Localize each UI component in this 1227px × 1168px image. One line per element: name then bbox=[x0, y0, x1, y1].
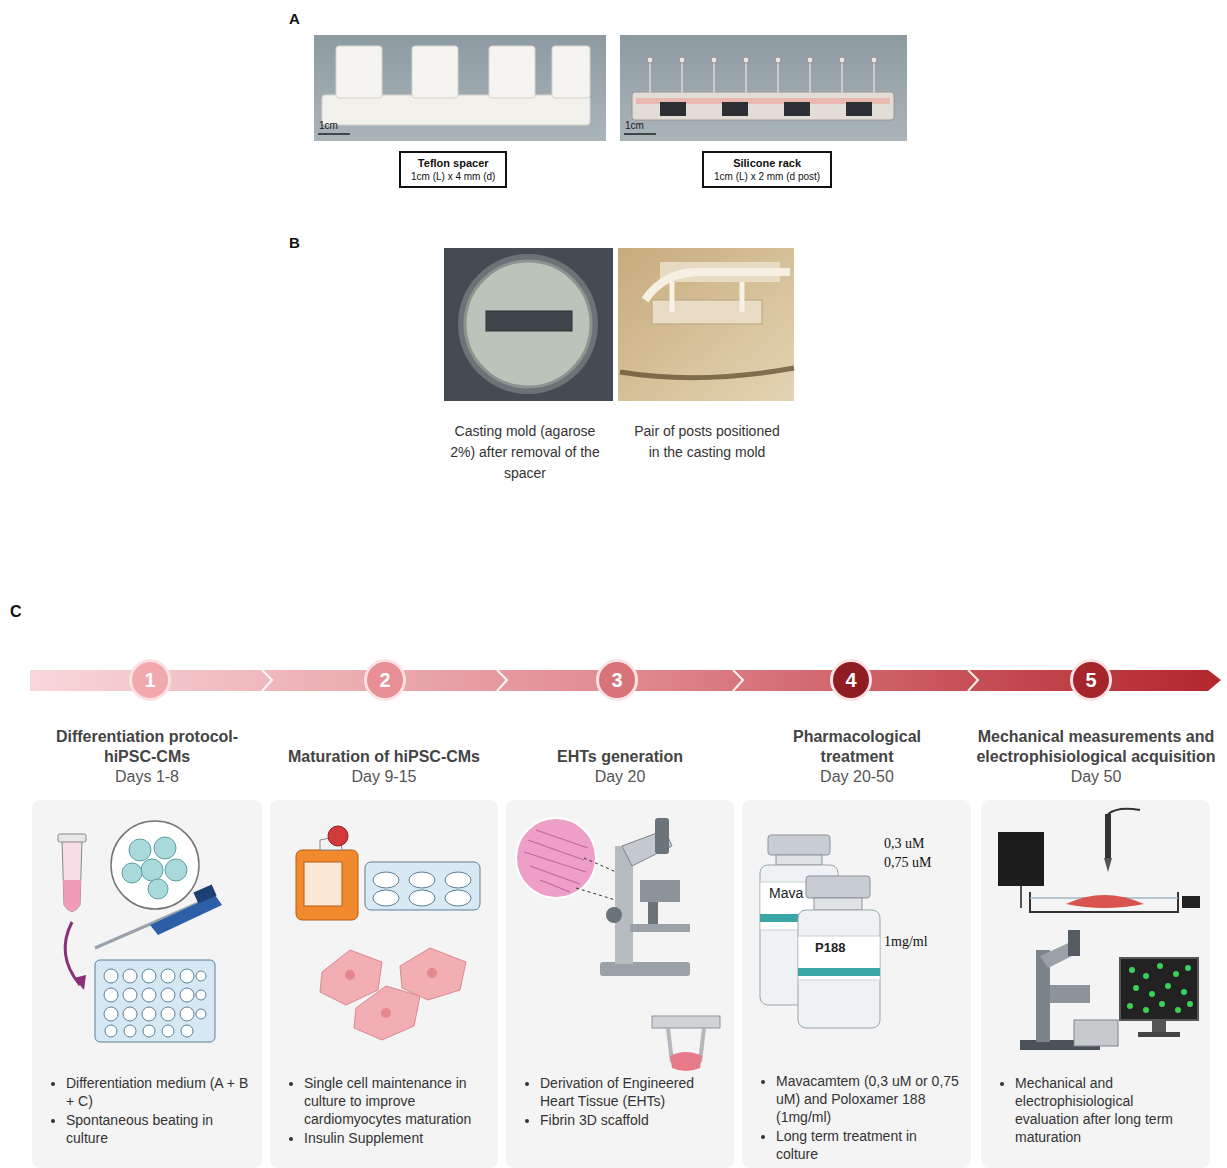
step-days: Days 1-8 bbox=[31, 767, 263, 787]
panel-letter: C bbox=[10, 603, 22, 621]
posts-photo bbox=[618, 248, 794, 401]
step-circle: 5 bbox=[1070, 659, 1112, 701]
panel-letter: A bbox=[289, 10, 300, 27]
bullet-text: Spontaneous beating in culture bbox=[66, 1111, 252, 1147]
step-number: 5 bbox=[1085, 669, 1096, 691]
step-number: 3 bbox=[611, 669, 622, 691]
figure-label: P188 bbox=[815, 940, 845, 955]
step-days: Day 50 bbox=[968, 767, 1224, 787]
step-heading: Pharmacological treatment bbox=[767, 727, 947, 767]
bullet-text: Mavacamtem (0,3 uM or 0,75 uM) and Polox… bbox=[776, 1072, 961, 1126]
step-heading: Mechanical measurements and electrophisi… bbox=[968, 727, 1224, 767]
step-card: EHTs generationDay 20Derivation of Engin… bbox=[506, 800, 734, 1168]
step-card: Maturation of hiPSC-CMsDay 9-15Single ce… bbox=[270, 800, 498, 1168]
caption-title: Silicone rack bbox=[714, 156, 820, 170]
figure-label: 1cm bbox=[625, 120, 644, 131]
step-heading: Differentiation protocol- hiPSC-CMs bbox=[31, 727, 263, 767]
step-card: Mechanical measurements and electrophisi… bbox=[981, 800, 1210, 1168]
bullet-text: Mechanical and electrophisiological eval… bbox=[1015, 1074, 1200, 1146]
step-card: Pharmacological treatmentDay 20-50Mavaca… bbox=[742, 800, 971, 1168]
bullet-text: Insulin Supplement bbox=[304, 1129, 488, 1147]
mold-photo bbox=[444, 248, 613, 401]
caption-title: Teflon spacer bbox=[411, 156, 495, 170]
bullet-text: Derivation of Engineered Heart Tissue (E… bbox=[540, 1074, 724, 1110]
bullet-text: Differentiation medium (A + B + C) bbox=[66, 1074, 252, 1110]
rack-photo bbox=[620, 35, 907, 141]
figure-label: 0,75 uM bbox=[884, 855, 931, 871]
step-circle: 3 bbox=[596, 659, 638, 701]
figure-label: Pair of posts positioned in the casting … bbox=[632, 421, 782, 463]
step-circle: 4 bbox=[830, 659, 872, 701]
figure-label: Casting mold (agarose 2%) after removal … bbox=[450, 421, 600, 484]
bullet-text: Long term treatment in colture bbox=[776, 1127, 961, 1163]
step-number: 2 bbox=[379, 669, 390, 691]
dimension-text: 1cm (L) x 2 mm (d post) bbox=[714, 170, 820, 183]
caption-box: Teflon spacer1cm (L) x 4 mm (d) bbox=[399, 151, 507, 188]
step-days: Day 20-50 bbox=[767, 767, 947, 787]
step-days: Day 9-15 bbox=[268, 767, 500, 787]
panel-letter: B bbox=[289, 234, 300, 251]
figure-label: Mava bbox=[769, 885, 803, 901]
caption-box: Silicone rack1cm (L) x 2 mm (d post) bbox=[702, 151, 832, 188]
figure-label: 1mg/ml bbox=[884, 934, 928, 950]
teflon-photo bbox=[314, 35, 606, 141]
step-number: 1 bbox=[144, 669, 155, 691]
dimension-text: 1cm (L) x 4 mm (d) bbox=[411, 170, 495, 183]
step-number: 4 bbox=[845, 669, 856, 691]
step-days: Day 20 bbox=[506, 767, 734, 787]
step-circle: 2 bbox=[364, 659, 406, 701]
step-heading: Maturation of hiPSC-CMs bbox=[268, 747, 500, 767]
step-card: Differentiation protocol- hiPSC-CMsDays … bbox=[32, 800, 262, 1168]
step-circle: 1 bbox=[129, 659, 171, 701]
bullet-text: Single cell maintenance in culture to im… bbox=[304, 1074, 488, 1128]
bullet-text: Fibrin 3D scaffold bbox=[540, 1111, 724, 1129]
figure-label: 1cm bbox=[319, 120, 338, 131]
figure-label: 0,3 uM bbox=[884, 836, 924, 852]
step-heading: EHTs generation bbox=[506, 747, 734, 767]
